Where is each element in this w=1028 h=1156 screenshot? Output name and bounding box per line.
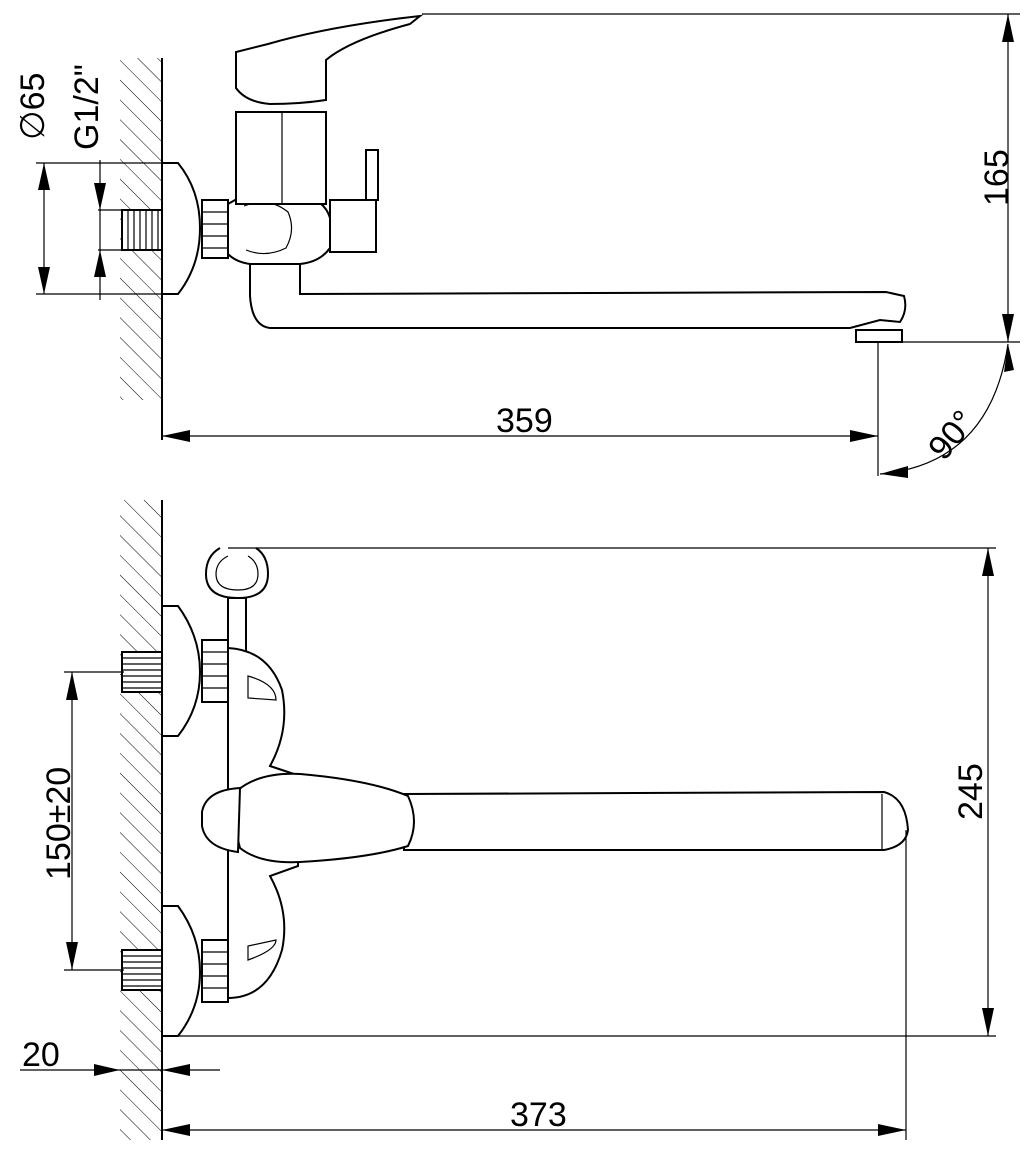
dim-g12: G1/2"	[68, 64, 124, 300]
nut-lower	[201, 939, 229, 1003]
threaded-pipe-top	[121, 209, 163, 251]
dim-90-label: 90°	[921, 403, 983, 467]
lever-handle	[201, 772, 415, 864]
dim-d65: ∅65	[14, 73, 178, 295]
spout-plan	[403, 790, 910, 851]
dim-165: 165	[422, 13, 1020, 343]
nut-top	[201, 199, 229, 259]
escutcheon-top	[161, 162, 202, 295]
dim-373: 373	[162, 830, 907, 1140]
mixer-body-top	[227, 14, 424, 265]
dim-150: 150±20	[40, 671, 124, 971]
escutcheon-upper	[161, 605, 202, 737]
nut-upper	[201, 639, 229, 703]
dim-359-label: 359	[496, 402, 553, 440]
spout-top	[249, 263, 907, 343]
threaded-pipe-upper	[121, 651, 163, 693]
dim-20: 20	[20, 1036, 220, 1076]
plan-view: 150±20 245 20 373	[20, 500, 996, 1140]
side-view: ∅65 G1/2" 165 359	[14, 13, 1020, 478]
dim-90: 90°	[879, 343, 1014, 478]
dim-245: 245	[162, 547, 996, 1037]
threaded-pipe-lower	[121, 949, 163, 991]
wall-hatch-bottom	[120, 500, 162, 1140]
dim-d65-label: ∅65	[14, 73, 52, 140]
dim-359: 359	[162, 342, 879, 476]
dim-165-label: 165	[978, 149, 1016, 206]
dim-20-label: 20	[22, 1036, 60, 1074]
dim-g12-label: G1/2"	[68, 64, 106, 150]
escutcheon-lower	[161, 905, 202, 1037]
dim-373-label: 373	[510, 1096, 567, 1134]
dim-245-label: 245	[952, 763, 990, 820]
dim-150-label: 150±20	[40, 767, 78, 880]
